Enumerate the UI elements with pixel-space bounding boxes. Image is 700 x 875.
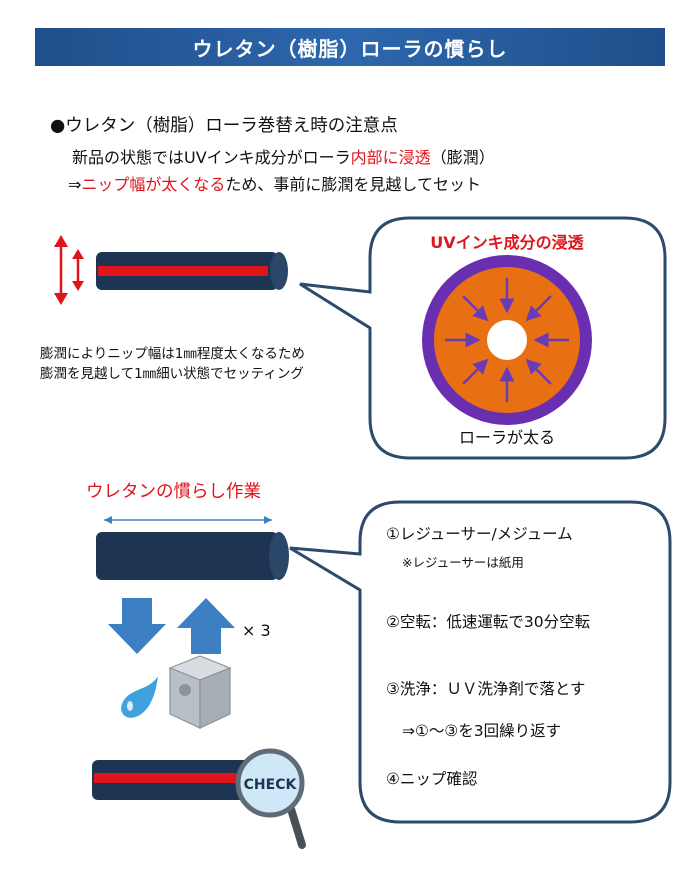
step-1-note: ※レジューサーは紙用 — [402, 555, 524, 570]
intro-line-1: 新品の状態ではUVインキ成分がローラ内部に浸透（膨潤） — [72, 144, 495, 168]
page-title: ウレタン（樹脂）ローラの慣らし — [192, 36, 508, 61]
cleaner-box-icon — [168, 655, 232, 729]
intro-line-2: ⇒ニップ幅が太くなるため、事前に膨潤を見越してセット — [68, 171, 481, 195]
arrow-up-icon — [177, 598, 235, 654]
nip-width-arrow-small — [72, 249, 84, 291]
roller-swelling — [96, 252, 288, 290]
intro-line-1-highlight: 内部に浸透 — [350, 148, 431, 167]
section-heading-caution: ●ウレタン（樹脂）ローラ巻替え時の注意点 — [50, 116, 398, 136]
water-drop-icon — [121, 676, 158, 718]
bubble-caption-thicker: ローラが太る — [459, 428, 555, 447]
roller-breakin — [96, 516, 289, 580]
intro-line-2-text: ため、事前に膨潤を見越してセット — [225, 175, 481, 194]
breakin-title: ウレタンの慣らし作業 — [86, 482, 261, 502]
intro-line-2-highlight: ニップ幅が太くなる — [81, 175, 226, 194]
step-4: ④ニップ確認 — [386, 770, 478, 788]
step-1: ①レジューサー/メジューム — [386, 525, 573, 543]
intro-line-1-text: 新品の状態ではUVインキ成分がローラ — [72, 148, 351, 167]
speech-bubble-steps — [289, 500, 672, 824]
roller-check — [92, 760, 274, 800]
step-3: ③洗浄：ＵＶ洗浄剤で落とす — [386, 680, 586, 698]
step-2: ②空転：低速運転で30分空転 — [386, 613, 591, 631]
magnifier-icon — [235, 748, 306, 849]
header-bar: ウレタン（樹脂）ローラの慣らし — [35, 28, 665, 66]
intro-line-1-suffix: （膨潤） — [430, 148, 495, 167]
nip-note-line-1: 膨潤によりニップ幅は1㎜程度太くなるため — [40, 346, 305, 362]
nip-width-arrow-large — [54, 235, 68, 305]
roller-cross-section — [422, 255, 592, 425]
step-repeat: ⇒①～③を3回繰り返す — [402, 722, 562, 740]
check-label: CHECK — [244, 777, 298, 793]
intro-line-2-prefix: ⇒ — [68, 175, 82, 194]
nip-note: 膨潤によりニップ幅は1㎜程度太くなるため 膨潤を見越して1㎜細い状態でセッティン… — [40, 344, 305, 384]
arrow-down-icon — [108, 598, 166, 654]
nip-note-line-2: 膨潤を見越して1㎜細い状態でセッティング — [40, 366, 304, 382]
repeat-count: × 3 — [242, 621, 271, 640]
bubble-title-infiltration: UVインキ成分の浸透 — [430, 233, 584, 252]
